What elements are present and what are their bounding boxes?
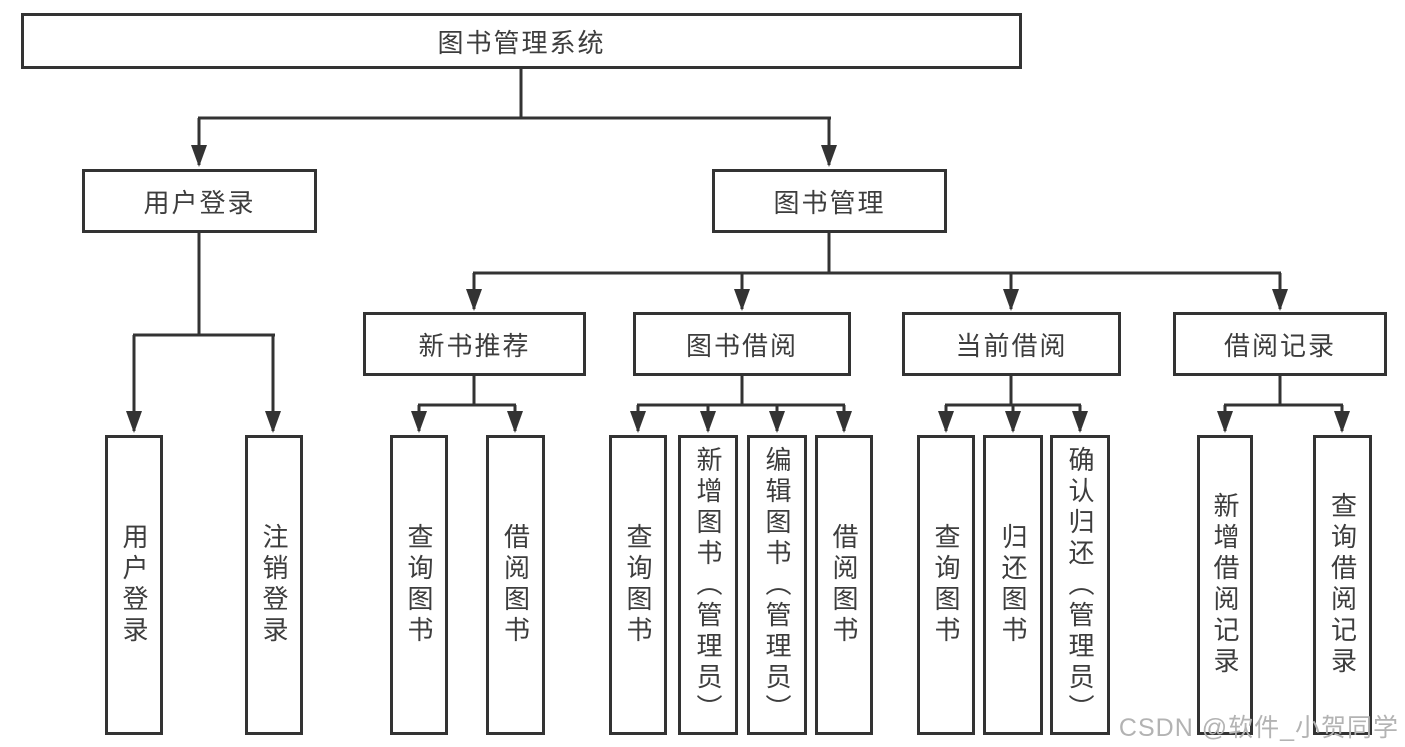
leaf-add-borrow-record-label: 新增借阅记录 [1210,492,1240,678]
leaf-user-login-label: 用户登录 [119,523,149,647]
node-new-book-rec: 新书推荐 [363,312,586,376]
node-current-borrow-label: 当前借阅 [955,330,1068,361]
leaf-add-book-admin-label: 新增图书（管理员） [693,445,723,725]
node-book-mgmt-label: 图书管理 [773,187,886,218]
leaf-edit-book-admin: 编辑图书（管理员） [747,435,807,735]
node-borrow-records-label: 借阅记录 [1223,330,1336,361]
leaf-logout: 注销登录 [245,435,303,735]
csdn-watermark: CSDN @软件_小贺同学 [1118,714,1399,742]
leaf-query-books-newrec-label: 查询图书 [404,523,434,647]
node-root-label: 图书管理系统 [437,27,606,58]
leaf-logout-label: 注销登录 [259,523,289,647]
leaf-query-borrow-record-label: 查询借阅记录 [1327,492,1358,678]
leaf-query-books-borrow: 查询图书 [609,435,667,735]
leaf-add-book-admin: 新增图书（管理员） [678,435,738,735]
node-root: 图书管理系统 [21,13,1022,69]
leaf-return-book-label: 归还图书 [998,523,1028,647]
leaf-user-login: 用户登录 [105,435,163,735]
leaf-query-borrow-record: 查询借阅记录 [1313,435,1372,735]
leaf-query-books-current-label: 查询图书 [931,523,961,647]
node-current-borrow: 当前借阅 [902,312,1121,376]
leaf-borrow-books: 借阅图书 [815,435,873,735]
node-book-borrow-label: 图书借阅 [685,330,798,361]
node-user-login: 用户登录 [82,169,317,233]
node-user-login-label: 用户登录 [143,187,256,218]
leaf-borrow-books-newrec-label: 借阅图书 [500,523,531,647]
node-new-book-rec-label: 新书推荐 [418,330,531,361]
leaf-borrow-books-newrec: 借阅图书 [486,435,545,735]
node-book-borrow: 图书借阅 [633,312,851,376]
node-book-mgmt: 图书管理 [712,169,947,233]
leaf-edit-book-admin-label: 编辑图书（管理员） [762,445,792,725]
leaf-confirm-return-admin-label: 确认归还（管理员） [1065,445,1095,725]
leaf-confirm-return-admin: 确认归还（管理员） [1050,435,1110,735]
node-borrow-records: 借阅记录 [1173,312,1387,376]
leaf-return-book: 归还图书 [983,435,1043,735]
leaf-borrow-books-label: 借阅图书 [829,523,859,647]
leaf-add-borrow-record: 新增借阅记录 [1197,435,1253,735]
leaf-query-books-newrec: 查询图书 [390,435,448,735]
leaf-query-books-current: 查询图书 [917,435,975,735]
leaf-query-books-borrow-label: 查询图书 [623,523,653,647]
